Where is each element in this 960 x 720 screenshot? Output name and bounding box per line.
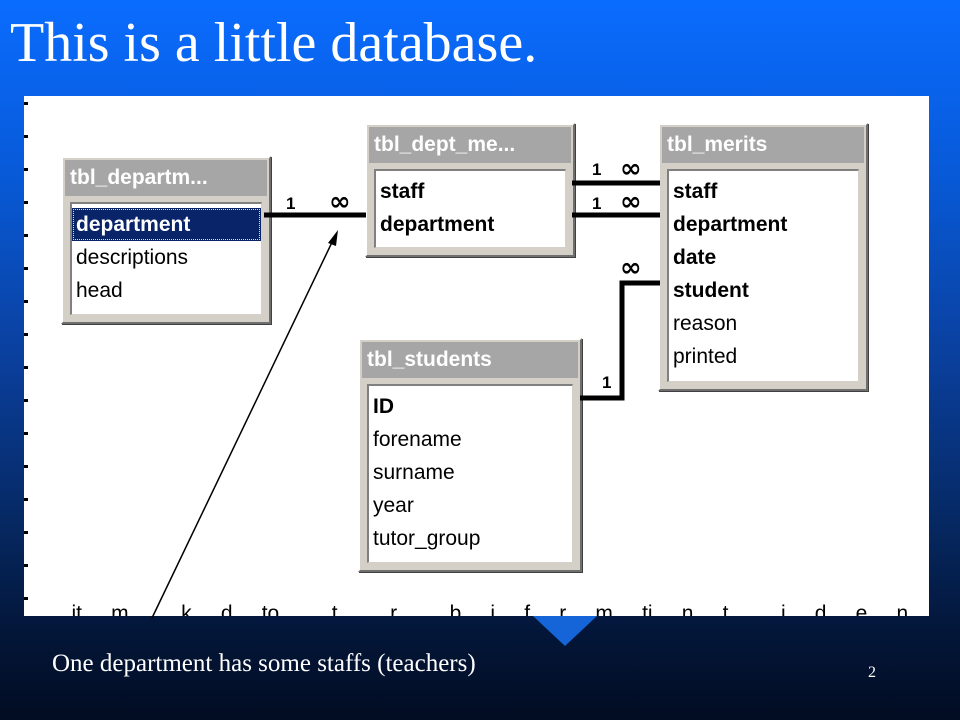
table-departments-fields: department descriptions head xyxy=(70,202,262,315)
slide-caption: One department has some staffs (teachers… xyxy=(52,650,476,677)
field-department[interactable]: department xyxy=(673,213,788,236)
field-forename[interactable]: forename xyxy=(373,428,462,451)
field-student[interactable]: student xyxy=(673,279,749,302)
field-reason[interactable]: reason xyxy=(673,312,738,335)
field-staff[interactable]: staff xyxy=(673,180,718,203)
table-merits-title[interactable]: tbl_merits xyxy=(662,127,864,163)
field-descriptions[interactable]: descriptions xyxy=(76,246,189,269)
table-students-title[interactable]: tbl_students xyxy=(362,342,578,378)
slide-number: 2 xyxy=(868,664,876,681)
field-year[interactable]: year xyxy=(373,494,414,517)
table-dept-members-title[interactable]: tbl_dept_me... xyxy=(369,127,571,163)
table-dept-members[interactable]: tbl_dept_me... staff department xyxy=(365,123,575,257)
cut-off-left-edge xyxy=(24,102,28,602)
field-surname[interactable]: surname xyxy=(373,461,455,484)
table-dept-members-fields: staff department xyxy=(374,169,566,248)
relationships-diagram: tbl_departm... department descriptions h… xyxy=(24,96,929,616)
slide-title: This is a little database. xyxy=(10,12,538,74)
field-department[interactable]: department xyxy=(72,208,261,241)
field-printed[interactable]: printed xyxy=(673,345,738,368)
table-merits[interactable]: tbl_merits staff department date student… xyxy=(658,123,868,391)
field-date[interactable]: date xyxy=(673,246,717,269)
table-departments[interactable]: tbl_departm... department descriptions h… xyxy=(61,156,271,324)
field-staff[interactable]: staff xyxy=(380,180,425,203)
table-students-fields: ID forename surname year tutor_group xyxy=(367,384,573,563)
field-head[interactable]: head xyxy=(76,279,123,302)
pointer-triangle-icon xyxy=(533,616,597,646)
table-students[interactable]: tbl_students ID forename surname year tu… xyxy=(358,338,582,572)
field-tutor-group[interactable]: tutor_group xyxy=(373,527,481,550)
field-id[interactable]: ID xyxy=(373,395,394,418)
table-merits-fields: staff department date student reason pri… xyxy=(667,169,859,382)
table-departments-title[interactable]: tbl_departm... xyxy=(65,160,267,196)
field-department[interactable]: department xyxy=(380,213,495,236)
cut-off-text: ...it ... m ... ... k ... d ... to ... .… xyxy=(54,602,929,616)
